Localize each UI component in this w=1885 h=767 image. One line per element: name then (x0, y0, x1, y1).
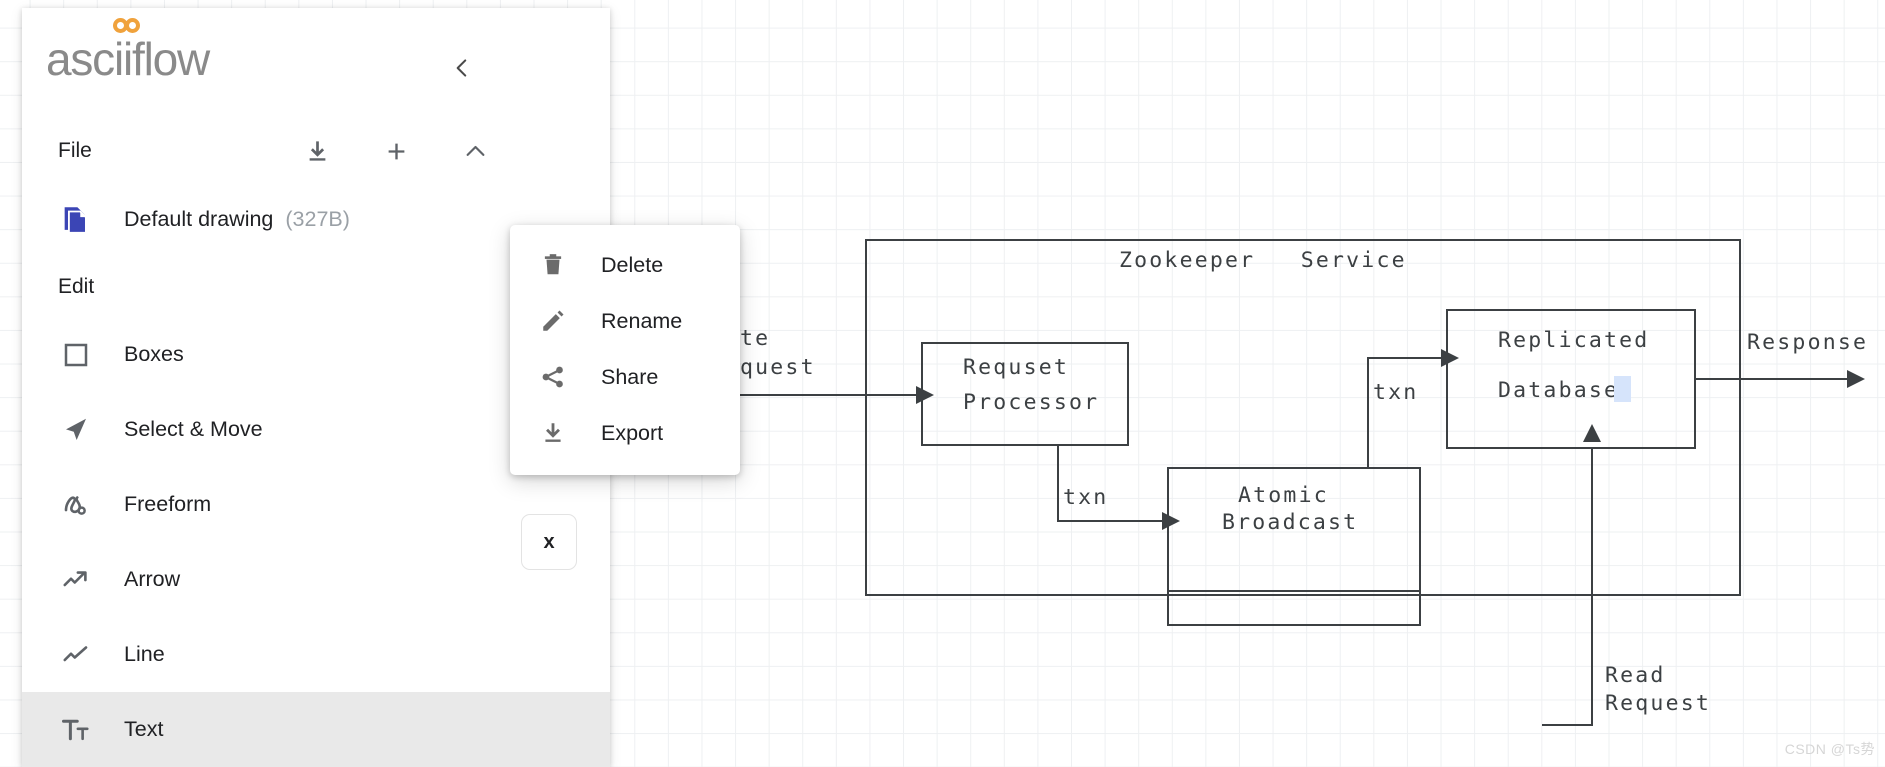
square-icon (58, 337, 94, 373)
logo-dot-right (124, 18, 140, 33)
drawing-context-menu: Delete Rename Share Exp (510, 225, 740, 475)
chevron-up-icon (466, 145, 484, 156)
file-section-label: File (58, 139, 92, 162)
context-menu-item-share[interactable]: Share (510, 349, 740, 405)
chevron-left-icon (456, 59, 467, 77)
close-button[interactable]: x (521, 514, 577, 570)
polyline-icon (58, 637, 94, 673)
tool-label-text: Text (124, 717, 164, 741)
context-menu-item-delete[interactable]: Delete (510, 237, 740, 293)
trend-arrow-icon (58, 562, 94, 598)
collapse-file-section-button[interactable] (458, 134, 492, 168)
download-icon (538, 418, 568, 448)
pencil-icon (538, 306, 568, 336)
context-menu-item-rename[interactable]: Rename (510, 293, 740, 349)
tool-select-move[interactable]: Select & Move (22, 392, 610, 467)
tool-label-freeform: Freeform (124, 492, 212, 516)
freeform-scribble-icon (58, 487, 94, 523)
edit-section-label: Edit (58, 275, 95, 298)
tool-arrow[interactable]: Arrow (22, 542, 610, 617)
tool-line[interactable]: Line (22, 617, 610, 692)
new-drawing-button[interactable] (379, 134, 413, 168)
drawing-item-default[interactable]: Default drawing (327B) (22, 182, 610, 257)
context-menu-label-export: Export (601, 420, 664, 445)
file-section-header: File (22, 120, 610, 182)
tool-label-boxes: Boxes (124, 342, 184, 366)
plus-icon (388, 143, 404, 159)
text-format-icon (58, 712, 94, 748)
tool-boxes[interactable]: Boxes (22, 317, 610, 392)
context-menu-label-rename: Rename (601, 308, 683, 333)
tool-label-arrow: Arrow (124, 567, 181, 591)
context-menu-label-delete: Delete (601, 252, 664, 277)
tool-freeform[interactable]: Freeform (22, 467, 610, 542)
tool-label-line: Line (124, 642, 165, 666)
download-icon (309, 140, 325, 161)
trash-icon (538, 250, 568, 280)
drawing-name: Default drawing (124, 207, 274, 231)
drawing-size: (327B) (285, 207, 350, 231)
tool-label-select-move: Select & Move (124, 417, 263, 441)
tool-text[interactable]: Text (22, 692, 610, 767)
file-copy-icon (58, 202, 94, 238)
context-menu-label-share: Share (601, 364, 659, 389)
download-all-button[interactable] (300, 134, 334, 168)
collapse-sidebar-button[interactable] (442, 48, 482, 88)
share-icon (538, 362, 568, 392)
context-menu-item-export[interactable]: Export (510, 405, 740, 461)
cursor-arrow-icon (58, 412, 94, 448)
